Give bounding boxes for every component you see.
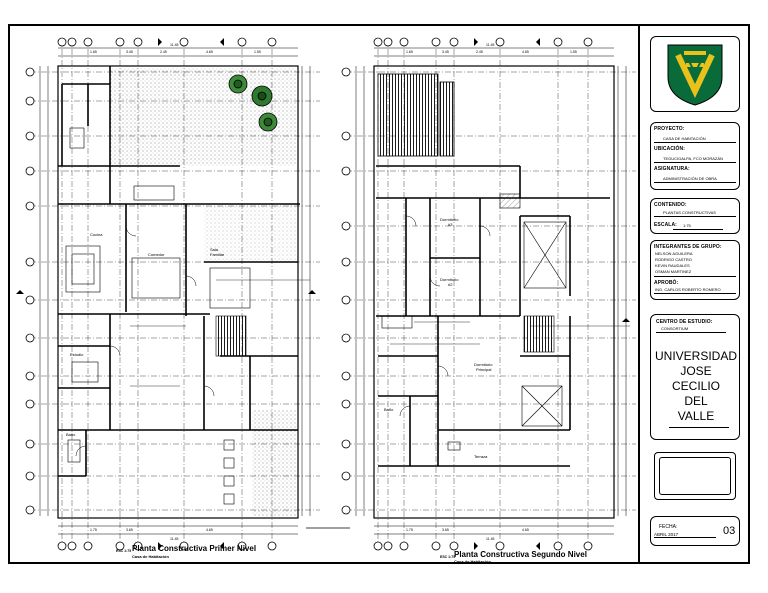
svg-text:4.65: 4.65: [522, 50, 529, 54]
group-member: OSMAN MARTINEZ: [655, 269, 692, 274]
svg-text:2.45: 2.45: [160, 50, 167, 54]
svg-text:11.45: 11.45: [170, 43, 179, 47]
svg-text:Estudio: Estudio: [70, 352, 84, 357]
date-label: FECHA:: [659, 524, 678, 530]
study-center-label: CENTRO DE ESTUDIO:: [656, 319, 713, 325]
svg-text:1.75: 1.75: [406, 528, 413, 532]
scale-label: ESCALA:: [654, 222, 677, 228]
divider: [669, 427, 729, 428]
university-line: VALLE: [677, 409, 715, 423]
university-name: UNIVERSIDAD JOSE CECILIO DEL VALLE: [647, 349, 745, 424]
study-center-value: CONSORTIUM: [661, 326, 689, 331]
room-label-comedor: Comedor: [148, 252, 165, 257]
scale-value: 1:75: [683, 223, 691, 228]
group-label: INTEGRANTES DE GRUPO:: [654, 244, 722, 250]
drawing-sheet: 1.65 3.45 2.45 4.65 1.55 11.45 1.75 3.65 4.65…: [8, 24, 750, 564]
first-floor-scale: ESC 1:75: [116, 549, 132, 553]
study-center-box: CENTRO DE ESTUDIO: CONSORTIUM UNIVERSIDA…: [650, 314, 740, 440]
university-line: CECILIO: [671, 379, 720, 393]
university-line: DEL: [684, 394, 708, 408]
location-value: TEGUCIGALPA, FCO MORAZÁN: [663, 156, 723, 161]
svg-text:2.45: 2.45: [476, 50, 483, 54]
project-info-box: PROYECTO: CASA DE HABITACIÓN UBICACIÓN: …: [650, 122, 740, 190]
university-line: JOSE: [680, 364, 712, 378]
university-line: UNIVERSIDAD: [654, 349, 737, 363]
svg-text:Terraza: Terraza: [474, 454, 488, 459]
svg-text:3.45: 3.45: [442, 50, 449, 54]
first-floor-plan: 1.65 3.45 2.45 4.65 1.55 11.45 1.75 3.65 4.65…: [16, 37, 320, 551]
stamp-box: [654, 452, 736, 500]
date-value: ABRIL 2017: [654, 532, 679, 537]
svg-text:Sala: Sala: [210, 247, 219, 252]
svg-text:1.55: 1.55: [570, 50, 577, 54]
project-label: PROYECTO:: [654, 126, 685, 132]
title-block: PROYECTO: CASA DE HABITACIÓN UBICACIÓN: …: [638, 26, 748, 562]
svg-text:11.45: 11.45: [486, 43, 495, 47]
svg-text:3.45: 3.45: [126, 50, 133, 54]
second-floor-scale: ESC 1:75: [440, 555, 456, 559]
divider: [654, 537, 716, 538]
svg-text:1.55: 1.55: [254, 50, 261, 54]
divider: [654, 293, 736, 294]
group-box: INTEGRANTES DE GRUPO: NELSON AGUILERA RO…: [650, 240, 740, 300]
approved-label: APROBÓ:: [654, 280, 679, 286]
subject-label: ASIGNATURA:: [654, 166, 690, 172]
svg-text:11.45: 11.45: [170, 537, 179, 541]
svg-text:Familiar: Familiar: [210, 252, 225, 257]
approved-value: ING. CARLOS ROBERTO ROMERO: [655, 287, 721, 292]
group-member: RODRIGO CASTRO: [655, 257, 692, 262]
svg-text:3.65: 3.65: [442, 528, 449, 532]
logo-frame: [650, 36, 740, 112]
content-box: CONTENIDO: PLANTAS CONSTRUCTIVAS ESCALA:…: [650, 198, 740, 234]
svg-text:Dormitorio: Dormitorio: [440, 217, 459, 222]
group-member: KEVIN RAUDALES: [655, 263, 690, 268]
second-floor-plan: 1.65 3.45 2.45 4.65 1.55 11.45 1.75 3.65 4.65…: [341, 37, 636, 551]
svg-text:4.65: 4.65: [206, 528, 213, 532]
svg-text:Baño: Baño: [384, 407, 394, 412]
room-label-cocina: Cocina: [90, 232, 103, 237]
svg-text:Baño: Baño: [66, 432, 76, 437]
divider: [654, 142, 736, 143]
stamp-inner-frame: [659, 457, 731, 495]
svg-text:Dormitorio: Dormitorio: [440, 277, 459, 282]
group-member: NELSON AGUILERA: [655, 251, 693, 256]
subject-value: ADMINISTRACIÓN DE OBRA: [663, 176, 717, 181]
divider: [654, 276, 736, 277]
divider: [654, 162, 736, 163]
svg-text:3.65: 3.65: [126, 528, 133, 532]
svg-text:Principal: Principal: [476, 367, 491, 372]
date-sheet-box: FECHA: ABRIL 2017 03: [650, 516, 740, 546]
project-value: CASA DE HABITACIÓN: [663, 136, 706, 141]
content-value: PLANTAS CONSTRUCTIVAS: [663, 210, 716, 215]
divider: [656, 332, 726, 333]
university-logo-icon: [667, 44, 723, 106]
floor-plans-drawing: 1.65 3.45 2.45 4.65 1.55 11.45 1.75 3.65 4.65…: [16, 37, 636, 551]
second-floor-title: Planta Constructiva Segundo Nivel: [454, 550, 587, 559]
plans-area: 1.65 3.45 2.45 4.65 1.55 11.45 1.75 3.65 4.65…: [10, 26, 638, 564]
content-label: CONTENIDO:: [654, 202, 687, 208]
first-floor-title: Planta Constructiva Primer Nivel: [132, 544, 257, 553]
svg-text:11.45: 11.45: [486, 537, 495, 541]
divider: [654, 182, 736, 183]
svg-text:1.75: 1.75: [90, 528, 97, 532]
svg-text:#3: #3: [448, 222, 453, 227]
svg-text:4.65: 4.65: [522, 528, 529, 532]
divider: [673, 229, 723, 230]
svg-text:#2: #2: [448, 282, 453, 287]
svg-text:1.65: 1.65: [90, 50, 97, 54]
svg-text:4.65: 4.65: [206, 50, 213, 54]
first-floor-subtitle: Casa de Habitación: [132, 554, 169, 559]
second-floor-subtitle: Casa de Habitación: [454, 559, 491, 564]
location-label: UBICACIÓN:: [654, 146, 685, 152]
divider: [654, 216, 736, 217]
svg-text:1.65: 1.65: [406, 50, 413, 54]
svg-text:Dormitorio: Dormitorio: [474, 362, 493, 367]
sheet-number: 03: [723, 525, 736, 537]
tree-icon: [228, 74, 278, 132]
